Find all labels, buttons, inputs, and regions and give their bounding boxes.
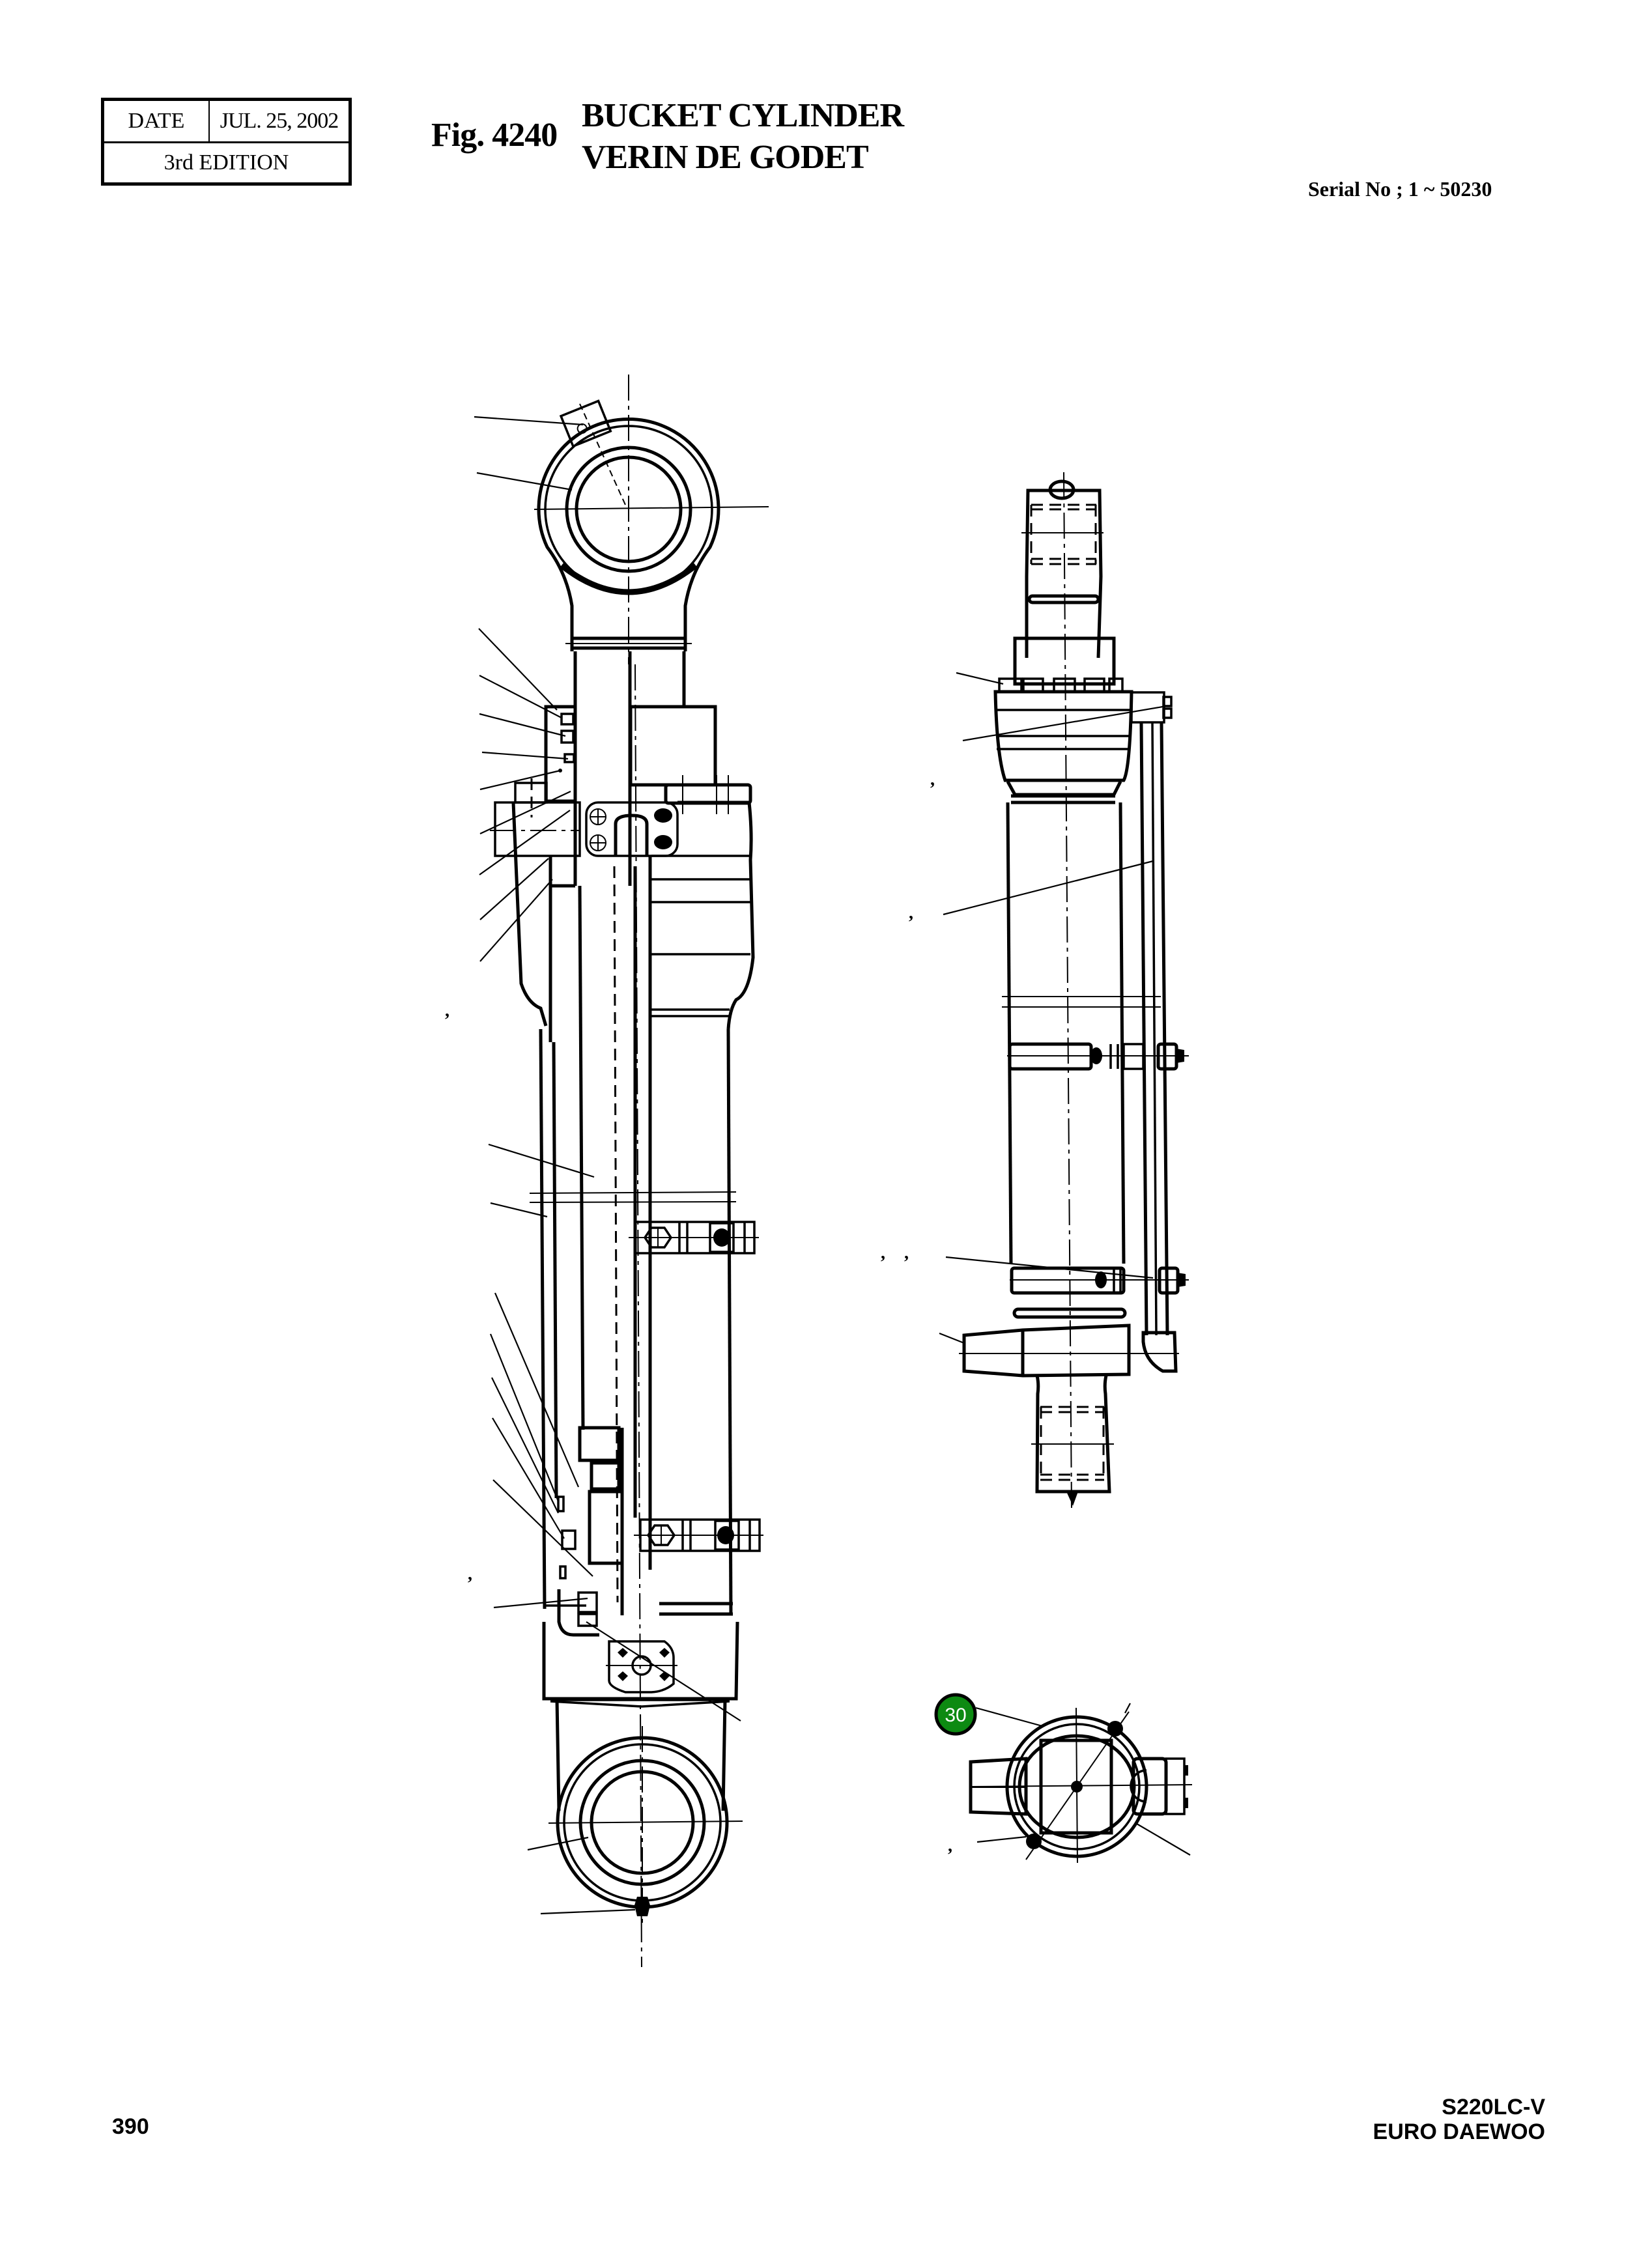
cylinder-tube-front xyxy=(1002,722,1169,1336)
rod-end-top-front xyxy=(1013,479,1116,686)
model-name: S220LC-V xyxy=(1442,2095,1545,2119)
pipe-clamp-lower xyxy=(634,1518,763,1552)
leader-lines-side-view xyxy=(474,416,741,1915)
date-value: JUL. 25, 2002 xyxy=(220,109,339,133)
port-flange-upper xyxy=(585,801,679,857)
svg-text:,: , xyxy=(948,1835,952,1856)
callout-label: 30 xyxy=(945,1705,966,1726)
bottom-base-front xyxy=(959,1324,1179,1506)
side-section-view xyxy=(474,375,769,1968)
item-number-placeholders: , , , , , , , xyxy=(445,769,952,1856)
pipe-clamp-front-lower xyxy=(1010,1266,1189,1319)
leader-lines-front-view xyxy=(939,672,1163,1344)
pipe-clamp-middle xyxy=(629,1221,759,1254)
brand-name: EURO DAEWOO xyxy=(1373,2119,1545,2144)
svg-text:,: , xyxy=(930,769,935,789)
tube-eye-bottom xyxy=(548,1726,743,1928)
svg-text:,: , xyxy=(468,1564,472,1584)
svg-text:,: , xyxy=(904,1243,909,1263)
page-number: 390 xyxy=(112,2114,149,2139)
title-english: BUCKET CYLINDER xyxy=(582,97,904,134)
svg-text:,: , xyxy=(909,903,913,923)
date-edition-box: DATE JUL. 25, 2002 3rd EDITION xyxy=(101,98,352,186)
model-info: S220LC-V EURO DAEWOO xyxy=(1373,2095,1545,2144)
head-flange-front xyxy=(993,677,1173,804)
end-view xyxy=(969,1703,1193,1863)
figure-number: Fig. 4240 xyxy=(431,117,558,154)
pipe-clamp-front-upper xyxy=(1007,1042,1189,1071)
svg-text:,: , xyxy=(445,1000,449,1021)
svg-text:,: , xyxy=(881,1243,885,1263)
edition-label: 3rd EDITION xyxy=(164,150,289,175)
cylinder-tube xyxy=(529,775,755,1616)
date-label: DATE xyxy=(104,101,210,141)
piston-assembly xyxy=(546,1426,624,1637)
serial-range: Serial No ; 1 ~ 50230 xyxy=(1308,177,1492,201)
cylinder-bottom-housing xyxy=(542,1621,739,1811)
callout-marker-30[interactable]: 30 xyxy=(934,1693,977,1736)
cylinder-head xyxy=(490,705,581,1042)
title-french: VERIN DE GODET xyxy=(582,139,869,176)
rod-eye-top xyxy=(537,399,720,651)
date-row: DATE JUL. 25, 2002 xyxy=(104,101,349,143)
front-view xyxy=(939,472,1189,1509)
